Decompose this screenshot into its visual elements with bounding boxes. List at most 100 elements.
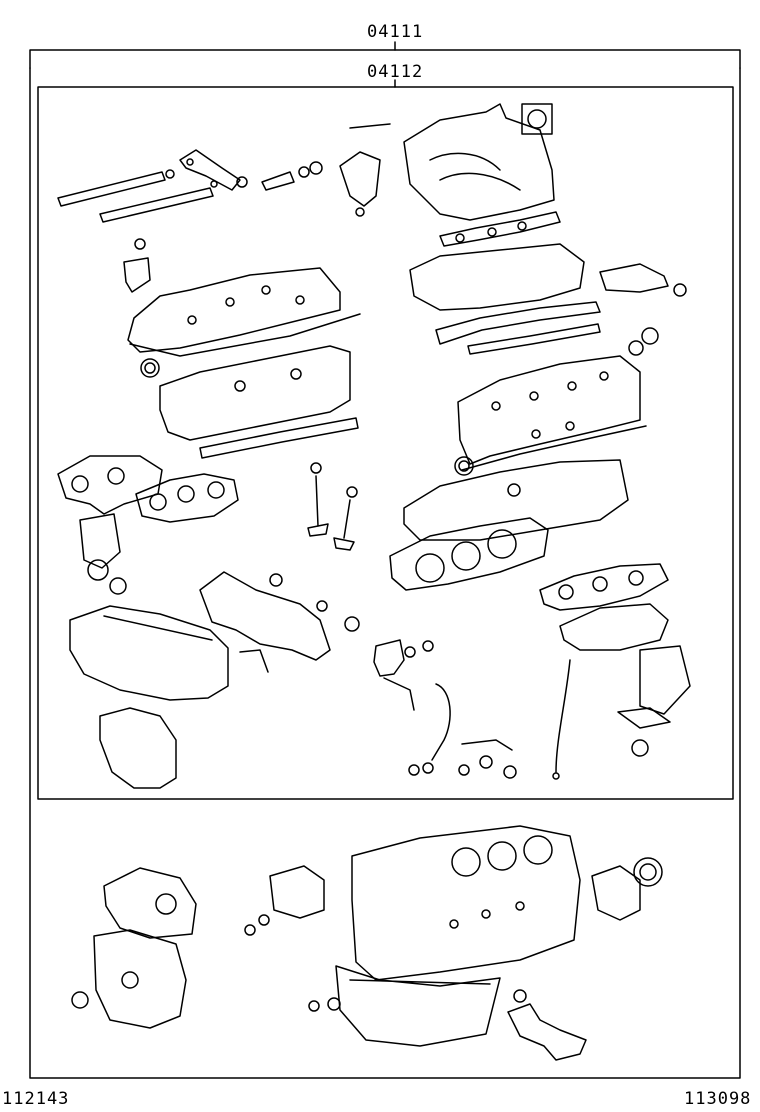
valve-stem-seal [346,486,358,498]
camshaft-oil-seal [454,456,474,476]
block-bolt [515,901,525,911]
exhaust-flange [617,707,671,729]
gasket-port [517,221,527,231]
cover-gasket-strip [239,649,269,673]
fuel-pipe-bracket [179,149,241,191]
right-exhaust-group [539,563,691,757]
oil-pan [335,965,501,1047]
cover-bolt [565,421,575,431]
head-cover-gasket-left [129,313,361,357]
water-outlet [599,263,669,293]
inner-kit-part-number: 04112 [367,62,424,82]
cylinder-bore [487,841,517,871]
intake-gasket-left [199,417,359,459]
intake-manifold-lower [409,243,585,311]
cover-bolt [531,429,541,439]
dipstick-tip [552,772,560,780]
bracket-hole [210,180,218,188]
o-ring [244,924,256,936]
oil-dipstick-tube [431,683,451,761]
short-block-group [71,825,663,1061]
injector-seal [134,238,146,250]
rear-oil-seal-retainer [591,865,641,921]
exhaust-valve-stem [343,499,351,539]
illustration-code-left: 112143 [2,1089,70,1109]
valve-group [307,462,358,551]
seal-inner [639,863,657,881]
o-ring [673,283,687,297]
seal [316,600,328,612]
cover-opening [121,971,139,989]
oil-pipe [383,677,415,711]
seal-inner [458,460,470,472]
outer-kit-part-number: 04111 [367,22,424,42]
runner-line [439,172,521,191]
o-ring [236,176,248,188]
head-cover-gasket-right [461,425,647,471]
inner-kit-box [37,86,734,800]
exhaust-manifold-left [57,455,163,515]
rear-crankshaft-oil-seal [633,857,663,887]
runner-line [429,152,501,171]
cover-bolt [187,315,197,325]
timing-chain-cover-upper [103,867,197,939]
cover-edge [103,615,213,641]
o-ring [404,646,416,658]
valve-stem-seal [310,462,322,474]
cylinder-block [351,825,581,981]
cover-bolt [567,381,577,391]
cover-bolt [491,401,501,411]
cylinder-head-cover-left [127,267,341,353]
gasket-port [177,485,195,503]
dipstick [555,659,571,773]
gasket-port [455,233,465,243]
intake-valve-head [307,523,329,537]
camshaft-oil-seal [140,358,160,378]
cover-opening [155,893,177,915]
bracket-hole [186,158,194,166]
fuel-rail-upper [57,171,166,207]
water-pump-gasket [269,865,325,919]
timing-chain-cover-lower [93,929,187,1029]
fuel-injector [123,257,151,293]
left-exhaust-group [57,455,239,595]
oil-pan-gasket-line [349,979,491,985]
timing-belt-rear-plate [199,571,331,661]
left-head-group [127,267,361,459]
exhaust-gasket [109,577,127,595]
seal [503,765,517,779]
catalytic-converter-right [639,645,691,715]
gasket-opening [527,109,547,129]
bore-opening [451,541,481,571]
seal [628,340,644,356]
cylinder-head-gasket [389,517,549,591]
fuel-connector [261,171,295,191]
bore-opening [415,553,445,583]
o-ring [458,764,470,776]
oil-filter-bracket [373,639,405,677]
seal [641,327,659,345]
intake-manifold-upper [403,103,555,221]
cylinder-bore [523,835,553,865]
cylinder-head-left [159,345,351,441]
gasket-port [149,493,167,511]
head-bolt-hole [507,483,521,497]
gasket-port [628,570,644,586]
block-bolt [449,919,459,929]
cover-bolt [529,391,539,401]
head-bolt-hole [290,368,302,380]
drain-plug [327,997,341,1011]
exhaust-manifold-gasket-right [539,563,669,611]
catalytic-converter-left [79,513,121,569]
intake-valve-stem [315,475,319,527]
block-bolt [481,909,491,919]
gasket-port [487,227,497,237]
gasket-port [207,481,225,499]
gasket-port [558,584,574,600]
intake-lower-group [409,243,687,356]
fuel-rail-lower [99,187,214,223]
o-ring [422,640,434,652]
center-small-parts [373,639,571,780]
exhaust-manifold-right [559,603,669,651]
